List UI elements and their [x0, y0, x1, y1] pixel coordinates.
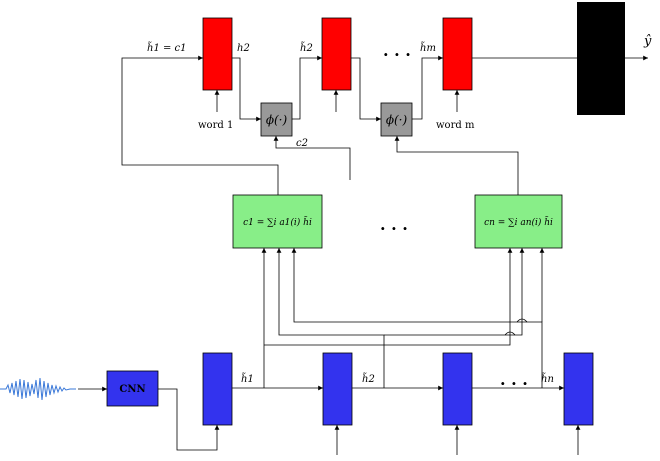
wire-phi1-to-dec2 [292, 55, 322, 120]
wire-crossing-hop-1 [504, 331, 516, 336]
wire-dec2-to-phi2 [351, 57, 381, 122]
phi-label-2: ϕ(·) [386, 113, 408, 127]
encoder-cell-1 [202, 352, 233, 426]
wire-cnn-to-enc1 [158, 388, 220, 451]
phi-label-1: ϕ(·) [266, 113, 288, 127]
encoder-ellipsis: . . . [500, 370, 528, 389]
decoder-cell-2 [321, 17, 352, 91]
phi-box-1 [260, 102, 293, 137]
wire-h2-bus [384, 248, 525, 336]
audio-waveform-icon [0, 377, 76, 401]
wire-phi2-to-decm [412, 55, 443, 120]
decoder-h2-tilde-label: h̃2 [300, 42, 313, 54]
encoder-hn-label: h̃n [541, 373, 554, 385]
word-m-label: word m [436, 120, 475, 131]
encoder-h1-label: h̃1 [241, 373, 254, 385]
encoder-cell-n [563, 352, 594, 426]
wire-cn-to-phi2 [394, 136, 519, 195]
attention-box-c1 [232, 194, 323, 249]
wire-hn-to-c1 [291, 248, 543, 388]
encoder-cell-2 [322, 352, 353, 426]
attention-formula-cn: cn = ∑i an(i) h̃i [484, 216, 553, 228]
attention-formula-c1: c1 = ∑i a1(i) h̃i [243, 216, 312, 228]
wire-c2-to-phi1 [273, 136, 351, 180]
decoder-ellipsis: . . . [383, 41, 411, 60]
decoder-hm-label: h̃m [420, 42, 436, 54]
wire-c1-to-decoder [121, 55, 279, 195]
decoder-cell-1 [202, 17, 233, 91]
wire-dec1-to-phi1 [232, 57, 261, 122]
output-block [577, 2, 625, 115]
attention-box-cn [474, 194, 563, 249]
cnn-box [106, 370, 159, 407]
phi-box-2 [380, 102, 413, 137]
c2-label: c2 [296, 138, 308, 149]
word-1-label: word 1 [198, 120, 233, 131]
decoder-h2-label: h2 [237, 43, 250, 54]
decoder-cell-m [442, 17, 473, 91]
encoder-h2-label: h̃2 [362, 373, 375, 385]
cnn-label: CNN [119, 384, 145, 395]
encoder-cell-3 [442, 352, 473, 426]
wire-h1-bus [264, 248, 513, 346]
wire-crossing-hop-2 [516, 318, 528, 323]
output-yhat-label: ŷ [643, 34, 652, 49]
wire-h2-to-c1 [276, 248, 385, 388]
attention-ellipsis: . . . [380, 215, 408, 234]
decoder-input-label: h̃1 = c1 [147, 42, 187, 54]
